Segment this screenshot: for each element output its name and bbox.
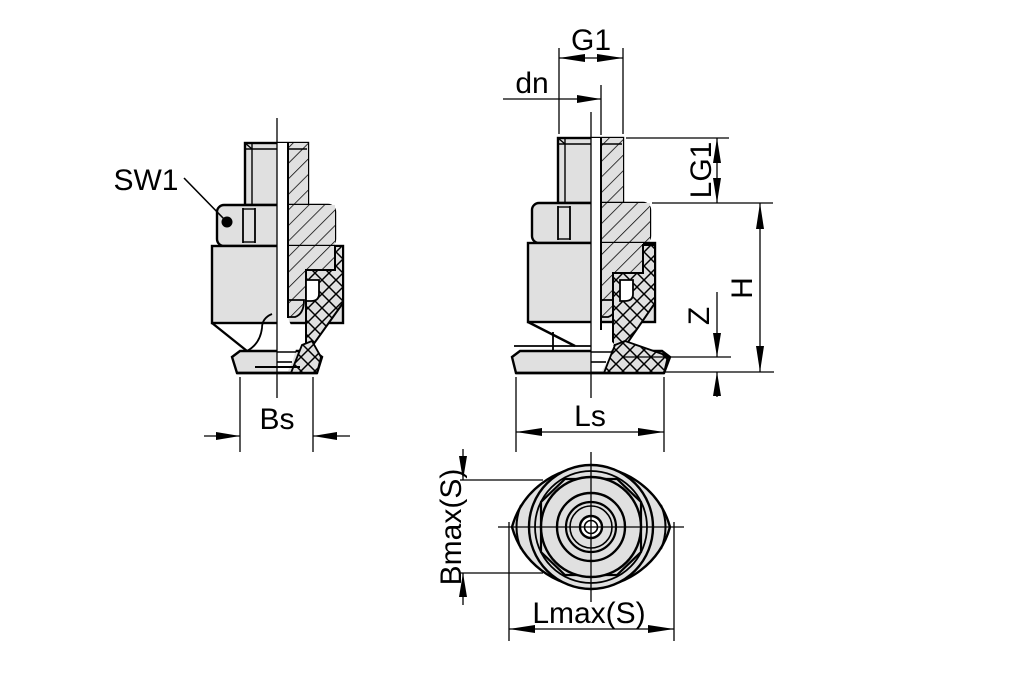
bottom-view xyxy=(498,452,684,602)
side-dimensions: G1 dn LG1 H Z Ls xyxy=(503,24,774,452)
dim-label-dn: dn xyxy=(515,67,548,100)
dim-label-sw1: SW1 xyxy=(113,164,178,197)
dim-label-bs: Bs xyxy=(259,403,294,436)
dim-label-z: Z xyxy=(683,307,716,325)
front-dimensions: SW1 Bs xyxy=(113,164,350,452)
dim-label-lmax: Lmax(S) xyxy=(532,597,645,630)
front-thread-hatch xyxy=(288,143,308,205)
dim-label-h: H xyxy=(726,277,759,299)
side-view xyxy=(510,112,672,398)
front-view xyxy=(210,118,345,398)
dim-label-ls: Ls xyxy=(574,400,606,433)
dim-label-g1: G1 xyxy=(571,24,611,57)
dim-label-bmax: Bmax(S) xyxy=(435,469,468,586)
bottom-dimensions: Bmax(S) Lmax(S) xyxy=(435,449,675,641)
side-thread-hatch xyxy=(601,138,623,203)
dim-label-lg1: LG1 xyxy=(685,142,718,199)
sw1-leader-dot xyxy=(221,216,233,228)
